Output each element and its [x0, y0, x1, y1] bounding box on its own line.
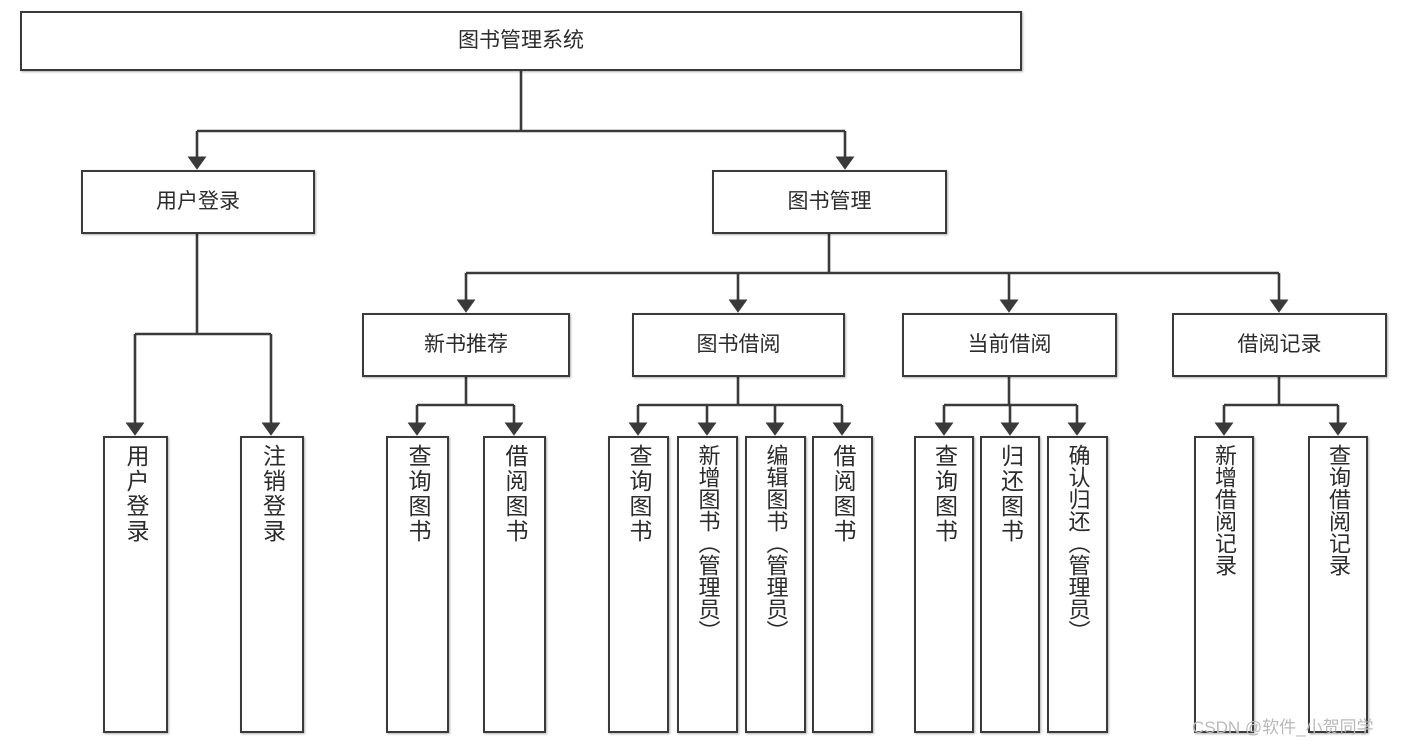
node-leaf-user-login[interactable]: 用户登录 [103, 436, 168, 733]
node-leaf-query-book-1[interactable]: 查询图书 [386, 436, 449, 733]
node-leaf-query-book-2-label: 查询图书 [626, 444, 652, 544]
node-leaf-add-book-label: 新增图书（管理员） [695, 444, 721, 642]
node-leaf-confirm-return-label: 确认归还（管理员） [1065, 444, 1091, 642]
node-new-book-recommend[interactable]: 新书推荐 [362, 313, 570, 377]
node-leaf-add-book[interactable]: 新增图书（管理员） [677, 436, 738, 733]
node-leaf-confirm-return[interactable]: 确认归还（管理员） [1047, 436, 1108, 733]
node-leaf-user-logout-label: 注销登录 [259, 444, 286, 544]
node-root-label: 图书管理系统 [458, 29, 584, 53]
node-book-manage[interactable]: 图书管理 [712, 170, 947, 234]
node-leaf-query-book-1-label: 查询图书 [405, 444, 431, 544]
node-leaf-borrow-book-2[interactable]: 借阅图书 [812, 436, 873, 733]
node-book-manage-label: 图书管理 [787, 190, 872, 214]
node-borrow-record[interactable]: 借阅记录 [1172, 313, 1387, 377]
node-book-borrow-label: 图书借阅 [696, 333, 781, 357]
node-leaf-query-book-3[interactable]: 查询图书 [914, 436, 974, 733]
node-current-borrow[interactable]: 当前借阅 [902, 313, 1117, 377]
node-borrow-record-label: 借阅记录 [1237, 333, 1322, 357]
node-leaf-query-record-label: 查询借阅记录 [1326, 444, 1351, 576]
node-leaf-add-record-label: 新增借阅记录 [1212, 444, 1237, 576]
node-leaf-edit-book[interactable]: 编辑图书（管理员） [745, 436, 806, 733]
node-leaf-borrow-book-1-label: 借阅图书 [502, 444, 528, 544]
node-leaf-edit-book-label: 编辑图书（管理员） [763, 444, 789, 642]
node-leaf-add-record[interactable]: 新增借阅记录 [1194, 436, 1254, 733]
node-current-borrow-label: 当前借阅 [967, 333, 1052, 357]
node-leaf-borrow-book-1[interactable]: 借阅图书 [483, 436, 546, 733]
node-leaf-query-book-3-label: 查询图书 [931, 444, 958, 544]
node-leaf-query-record[interactable]: 查询借阅记录 [1308, 436, 1368, 733]
csdn-watermark: CSDN @软件_小贺同学 [1192, 718, 1374, 737]
node-book-borrow[interactable]: 图书借阅 [632, 313, 845, 377]
node-user-login[interactable]: 用户登录 [81, 170, 315, 234]
node-leaf-user-logout[interactable]: 注销登录 [240, 436, 304, 733]
node-user-login-label: 用户登录 [156, 190, 240, 214]
node-new-book-recommend-label: 新书推荐 [424, 333, 508, 357]
node-leaf-return-book-label: 归还图书 [997, 444, 1024, 544]
node-leaf-return-book[interactable]: 归还图书 [980, 436, 1040, 733]
node-root[interactable]: 图书管理系统 [20, 11, 1022, 71]
node-leaf-user-login-label: 用户登录 [123, 444, 149, 544]
node-leaf-borrow-book-2-label: 借阅图书 [830, 444, 856, 544]
node-leaf-query-book-2[interactable]: 查询图书 [608, 436, 669, 733]
